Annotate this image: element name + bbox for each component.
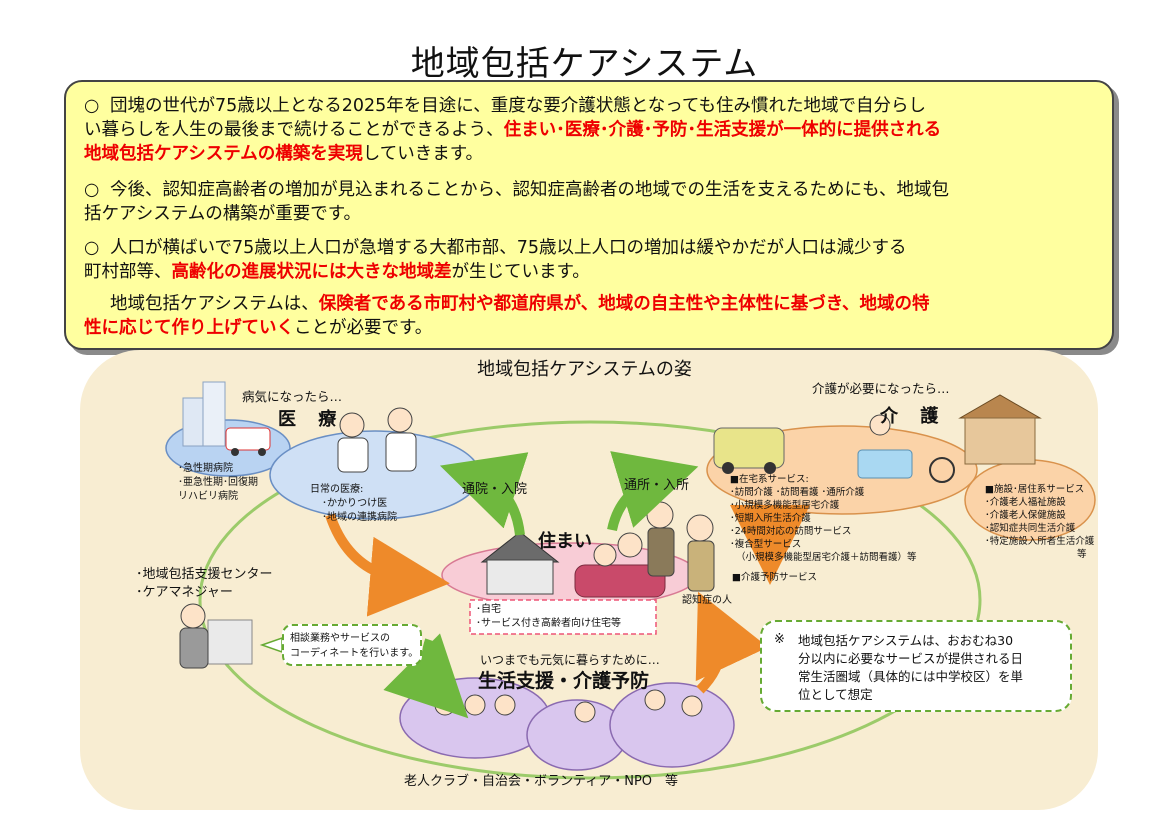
p2-text-2: 括ケアシステムの構築が重要です。: [84, 204, 362, 224]
life-support-title: 生活支援・介護予防: [478, 670, 650, 692]
daily-medical-list: 日常の医療: ･かかりつけ医 ･地域の連携病院: [310, 483, 397, 525]
home-service-item: ･小規模多機能型居宅介護: [730, 500, 840, 511]
p4-text: 地域包括ケアシステムは、: [110, 294, 319, 314]
life-support-illustration: [399, 677, 735, 771]
hospital-item: リハビリ病院: [178, 491, 238, 502]
bullet-circle: ○: [84, 180, 100, 200]
arrow-home-to-care: [607, 451, 699, 532]
home-service-item: ■在宅系サービス:: [730, 474, 809, 485]
hospital-list: ･急性期病院 ･亜急性期･回復期 リハビリ病院: [178, 462, 258, 504]
home-services-list: ■在宅系サービス: ･訪問介護 ･訪問看護 ･通所介護 ･小規模多機能型居宅介護…: [730, 473, 917, 564]
note-line: 常生活圏域（具体的には中学校区）を単: [798, 669, 1024, 684]
support-center-labels: ･地域包括支援センター ･ケアマネジャー: [136, 566, 273, 602]
facility-service-item: ･特定施設入所者生活介護: [985, 536, 1095, 547]
support-center-item: ･ケアマネジャー: [136, 585, 233, 600]
facility-service-item: 等: [1077, 549, 1087, 560]
dementia-label: 認知症の人: [682, 595, 732, 606]
medical-when: 病気になったら…: [242, 389, 343, 404]
paragraph-3: ○ 人口が横ばいで75歳以上人口が急増する大都市部、75歳以上人口の増加は緩やかだ…: [84, 236, 1104, 284]
daily-medical-item: 日常の医療:: [310, 484, 364, 495]
bullet-circle: ○: [84, 96, 100, 116]
p1-emphasis-2: 地域包括ケアシステムの構築を実現: [84, 144, 363, 164]
note-line: 位として想定: [798, 687, 873, 702]
consult-line: 相談業務やサービスの: [290, 633, 390, 644]
note-mark: ※: [774, 632, 785, 647]
p4-emphasis-2: 性に応じて作り上げていく: [84, 318, 294, 338]
facility-service-item: ･介護老人福祉施設: [985, 497, 1066, 508]
daycare-arrow-label: 通所・入所: [624, 478, 690, 493]
p3-text: 人口が横ばいで75歳以上人口が急増する大都市部、75歳以上人口の増加は緩やかだが…: [110, 238, 907, 258]
home-service-item: ･訪問介護 ･訪問看護 ･通所介護: [730, 487, 865, 498]
care-illustration: [706, 394, 1096, 541]
note-line: 地域包括ケアシステムは、おおむね30: [798, 633, 1014, 648]
home-service-item: ･複合型サービス: [730, 539, 802, 550]
diagram-heading: 地域包括ケアシステムの姿: [477, 359, 692, 380]
facility-service-item: ･介護老人保健施設: [985, 510, 1066, 521]
hospital-item: ･急性期病院: [178, 463, 233, 474]
hospital-item: ･亜急性期･回復期: [178, 477, 258, 488]
housing-illustration: [441, 501, 715, 608]
arrow-medical-to-home: [325, 513, 450, 617]
facility-service-item: ･認知症共同生活介護: [985, 523, 1076, 534]
p1-post: していきます。: [362, 144, 484, 164]
arrow-life-to-home: [695, 591, 769, 694]
support-center-item: ･地域包括支援センター: [136, 567, 273, 582]
housing-item: ･自宅: [476, 604, 501, 615]
paragraph-2: ○ 今後、認知症高齢者の増加が見込まれることから、認知症高齢者の地域での生活を支え…: [84, 178, 1104, 226]
life-support-sub: いつまでも元気に暮らすために…: [480, 653, 660, 667]
hospital-arrow-label: 通院・入院: [462, 482, 528, 497]
center-illustration: [179, 603, 253, 669]
medical-title: 医 療: [278, 409, 345, 430]
daily-medical-item: ･地域の連携病院: [322, 512, 397, 523]
housing-item: ･サービス付き高齢者向け住宅等: [476, 618, 621, 629]
paragraph-4: 地域包括ケアシステムは、保険者である市町村や都道府県が、地域の自主性や主体性に基…: [84, 292, 1104, 340]
care-when: 介護が必要になったら…: [812, 381, 950, 396]
p2-text: 今後、認知症高齢者の増加が見込まれることから、認知症高齢者の地域での生活を支える…: [110, 180, 949, 200]
page-title: 地域包括ケアシステム: [410, 44, 759, 84]
care-title: 介 護: [880, 406, 947, 427]
consult-box: 相談業務やサービスの コーディネートを行います。: [282, 624, 422, 666]
housing-items: ･自宅 ･サービス付き高齢者向け住宅等: [476, 603, 621, 631]
home-service-item: ･短期入所生活介護: [730, 513, 811, 524]
facility-service-item: ■施設･居住系サービス: [985, 484, 1085, 495]
daily-medical-item: ･かかりつけ医: [322, 498, 388, 509]
home-service-item: ･24時間対応の訪問サービス: [730, 526, 852, 537]
community-ring: [198, 420, 982, 780]
arrow-home-to-medical: [439, 452, 529, 536]
housing-title: 住まい: [538, 531, 592, 552]
p1-text-2: い暮らしを人生の最後まで続けることができるよう、: [84, 120, 504, 140]
p3-emphasis: 高齢化の進展状況には大きな地域差: [171, 262, 452, 282]
prevention-service: ■介護予防サービス: [732, 572, 817, 583]
p4-emphasis: 保険者である市町村や都道府県が、地域の自主性や主体性に基づき、地域の特: [318, 294, 930, 314]
consult-line: コーディネートを行います。: [290, 648, 419, 659]
home-service-item: （小規模多機能型居宅介護＋訪問看護）等: [736, 552, 917, 563]
p1-emphasis: 住まい･医療･介護･予防･生活支援が一体的に提供される: [503, 120, 942, 140]
paragraph-1: ○ 団塊の世代が75歳以上となる2025年を目途に、重度な要介護状態となっても住み…: [84, 94, 1104, 166]
p4-post: ことが必要です。: [294, 318, 433, 338]
note-line: 分以内に必要なサービスが提供される日: [798, 651, 1024, 666]
summary-box: ○ 団塊の世代が75歳以上となる2025年を目途に、重度な要介護状態となっても住み…: [64, 80, 1114, 350]
p3-text-2: 町村部等、: [84, 262, 172, 282]
note-text: 地域包括ケアシステムは、おおむね30 分以内に必要なサービスが提供される日 常生…: [798, 632, 1023, 704]
bullet-circle: ○: [84, 238, 100, 258]
community-groups: 老人クラブ・自治会・ボランティア・NPO 等: [404, 774, 679, 789]
note-box: ※ 地域包括ケアシステムは、おおむね30 分以内に必要なサービスが提供される日 …: [760, 620, 1072, 712]
p1-text: 団塊の世代が75歳以上となる2025年を目途に、重度な要介護状態となっても住み慣…: [110, 96, 926, 116]
arrow-home-to-life: [383, 633, 469, 719]
p3-post: が生じています。: [451, 262, 590, 282]
facility-services-list: ■施設･居住系サービス ･介護老人福祉施設 ･介護老人保健施設 ･認知症共同生活…: [985, 483, 1094, 561]
arrow-care-to-home: [730, 504, 811, 585]
